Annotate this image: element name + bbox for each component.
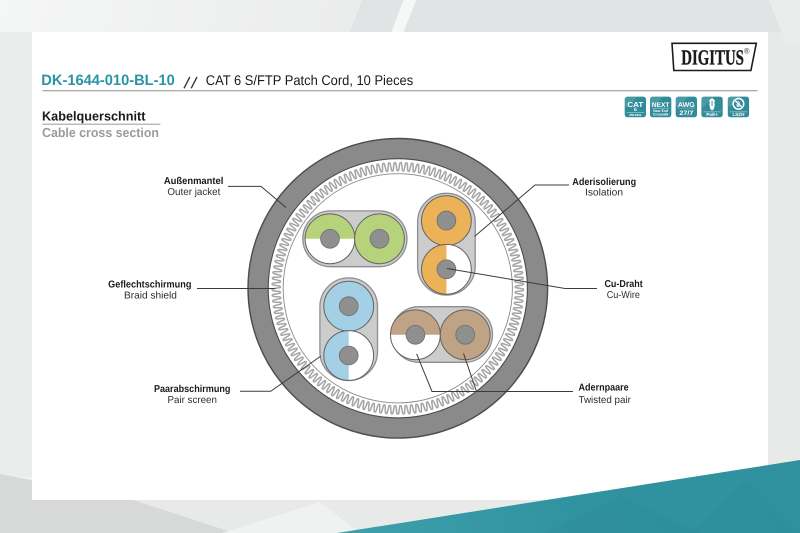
- svg-text:Isolation: Isolation: [585, 188, 623, 199]
- svg-text:250 MHz: 250 MHz: [629, 113, 642, 117]
- svg-text:Braid shield: Braid shield: [124, 291, 177, 302]
- svg-text:Kabelquerschnitt: Kabelquerschnitt: [42, 109, 146, 124]
- svg-text:Near End: Near End: [653, 109, 668, 113]
- svg-text:NEXT: NEXT: [652, 102, 670, 109]
- svg-text:Outer jacket: Outer jacket: [167, 187, 220, 198]
- svg-text:Paarabschirmung: Paarabschirmung: [154, 384, 231, 395]
- svg-text:AWG: AWG: [678, 102, 696, 109]
- svg-text:6: 6: [634, 107, 637, 113]
- svg-text:Crosstalk: Crosstalk: [653, 113, 669, 117]
- svg-text:Adernpaare: Adernpaare: [579, 383, 630, 394]
- svg-text:Cu-Draht: Cu-Draht: [604, 279, 643, 290]
- svg-text:DIGITUS: DIGITUS: [681, 45, 744, 69]
- svg-text:27/7: 27/7: [679, 110, 693, 117]
- svg-text:Geflechtschirmung: Geflechtschirmung: [108, 279, 191, 290]
- svg-text:Cable cross section: Cable cross section: [42, 125, 159, 140]
- svg-text:Außenmantel: Außenmantel: [164, 176, 224, 187]
- svg-text:Cu-Wire: Cu-Wire: [607, 290, 640, 301]
- svg-text:Aderisolierung: Aderisolierung: [572, 177, 636, 188]
- svg-text:CAT 6 S/FTP Patch Cord, 10 Pie: CAT 6 S/FTP Patch Cord, 10 Pieces: [206, 72, 413, 88]
- svg-text:®: ®: [744, 47, 750, 56]
- svg-text:PoE+: PoE+: [706, 112, 718, 117]
- svg-text:DK-1644-010-BL-10: DK-1644-010-BL-10: [41, 72, 175, 89]
- svg-text:CAT: CAT: [627, 100, 644, 109]
- svg-text:LSZH: LSZH: [732, 112, 745, 117]
- svg-text:Twisted pair: Twisted pair: [579, 395, 632, 406]
- svg-text:Pair screen: Pair screen: [167, 395, 217, 406]
